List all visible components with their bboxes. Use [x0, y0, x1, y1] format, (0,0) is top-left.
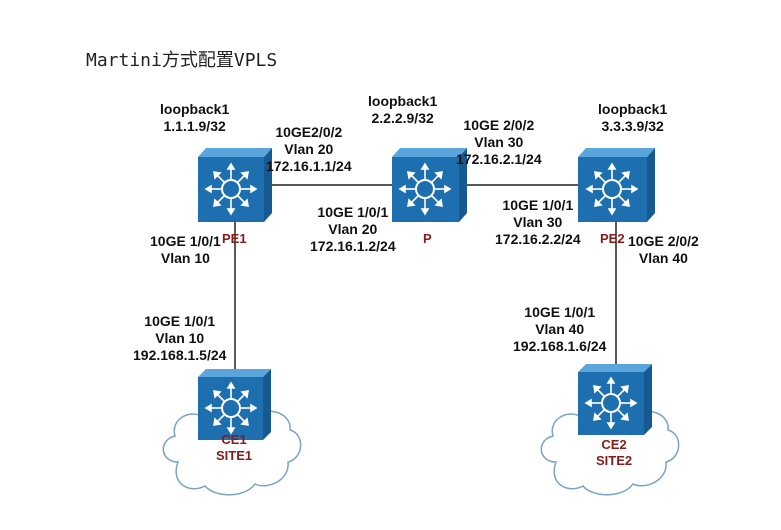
- ce2-pe2-ip: 192.168.1.6/24: [513, 338, 607, 354]
- p-loopback-label: loopback1: [368, 93, 438, 109]
- ce1-site: SITE1: [216, 448, 253, 463]
- ce2-pe2-vlan: Vlan 40: [535, 321, 585, 337]
- pe2-p-port: 10GE 1/0/1: [502, 197, 574, 213]
- pe2-p-vlan: Vlan 30: [513, 214, 563, 230]
- pe2-ce2-port: 10GE 2/0/2: [628, 233, 699, 249]
- ce2-name: CE2: [601, 437, 627, 452]
- ce2-site: SITE2: [596, 453, 633, 468]
- pe2-p-ip: 172.16.2.2/24: [495, 231, 581, 247]
- pe2-ce2-vlan: Vlan 40: [638, 250, 688, 266]
- links: [234, 184, 617, 371]
- pe2-loopback-label: loopback1: [598, 101, 668, 117]
- pe1-p-interface: 10GE2/0/2 Vlan 20 172.16.1.1/24: [266, 124, 352, 175]
- ce1-pe1-interface: 10GE 1/0/1 Vlan 10 192.168.1.5/24: [133, 313, 226, 364]
- p-pe2-port: 10GE 2/0/2: [463, 117, 535, 133]
- ce1-pe1-ip: 192.168.1.5/24: [133, 347, 227, 363]
- pe1-ce1-interface: 10GE 1/0/1 Vlan 10: [150, 233, 221, 267]
- p-device-label: P: [423, 231, 432, 246]
- ce2-pe2-port: 10GE 1/0/1: [524, 304, 596, 320]
- p-pe2-interface: 10GE 2/0/2 Vlan 30 172.16.2.1/24: [456, 117, 542, 168]
- switch-icon-p[interactable]: [392, 148, 467, 222]
- p-pe1-interface: 10GE 1/0/1 Vlan 20 172.16.1.2/24: [310, 204, 396, 255]
- pe2-device-label: PE2: [600, 231, 625, 246]
- pe1-p-ip: 172.16.1.1/24: [266, 158, 352, 174]
- p-pe2-ip: 172.16.2.1/24: [456, 151, 542, 167]
- pe2-loopback: loopback1 3.3.3.9/32: [598, 101, 667, 135]
- ce1-name: CE1: [221, 432, 247, 447]
- ce2-pe2-interface: 10GE 1/0/1 Vlan 40 192.168.1.6/24: [513, 304, 606, 355]
- switch-icon-ce2[interactable]: [578, 364, 652, 435]
- ce2-device-label: CE2 SITE2: [596, 437, 632, 469]
- pe2-p-interface: 10GE 1/0/1 Vlan 30 172.16.2.2/24: [495, 197, 581, 248]
- p-pe1-port: 10GE 1/0/1: [317, 204, 389, 220]
- pe1-device-label: PE1: [222, 231, 247, 246]
- p-loopback: loopback1 2.2.2.9/32: [368, 93, 437, 127]
- pe2-ce2-interface: 10GE 2/0/2 Vlan 40: [628, 233, 699, 267]
- pe1-p-port: 10GE2/0/2: [275, 124, 343, 140]
- ce1-pe1-port: 10GE 1/0/1: [144, 313, 216, 329]
- pe1-loopback-label: loopback1: [160, 101, 230, 117]
- switch-icon-ce1[interactable]: [198, 369, 271, 440]
- page-title: Martini方式配置VPLS: [86, 50, 278, 71]
- pe1-p-vlan: Vlan 20: [284, 141, 334, 157]
- p-pe1-vlan: Vlan 20: [328, 221, 378, 237]
- pe1-ce1-vlan: Vlan 10: [160, 250, 210, 266]
- pe1-loopback: loopback1 1.1.1.9/32: [160, 101, 229, 135]
- p-loopback-ip: 2.2.2.9/32: [371, 110, 434, 126]
- ce1-device-label: CE1 SITE1: [216, 432, 252, 464]
- pe1-loopback-ip: 1.1.1.9/32: [163, 118, 226, 134]
- switch-icon-pe2[interactable]: [578, 148, 655, 222]
- p-pe1-ip: 172.16.1.2/24: [310, 238, 396, 254]
- pe2-loopback-ip: 3.3.3.9/32: [601, 118, 664, 134]
- switch-icon-pe1[interactable]: [198, 148, 272, 222]
- p-pe2-vlan: Vlan 30: [474, 134, 524, 150]
- pe1-ce1-port: 10GE 1/0/1: [150, 233, 221, 249]
- ce1-pe1-vlan: Vlan 10: [155, 330, 205, 346]
